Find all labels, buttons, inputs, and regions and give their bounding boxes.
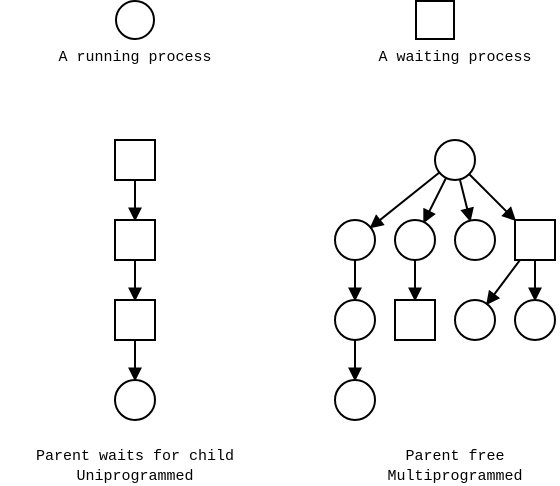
left-running-process-node [114, 379, 156, 421]
right-edge-R4-R8 [486, 259, 521, 306]
right-waiting-process-node [514, 219, 556, 261]
right-running-process-node [514, 299, 556, 341]
running-process-legend-icon [115, 0, 155, 40]
left-waiting-process-node [114, 299, 156, 341]
nodes-layer [114, 139, 556, 421]
waiting-process-legend-label: A waiting process [378, 49, 531, 66]
left-caption-line1: Parent waits for child [36, 448, 234, 465]
right-running-process-node [454, 219, 496, 261]
running-process-legend-label: A running process [58, 49, 211, 66]
right-running-process-node [334, 379, 376, 421]
edges-layer [128, 171, 542, 382]
right-running-process-node [334, 219, 376, 261]
right-running-process-node [434, 139, 476, 181]
left-waiting-process-node [114, 219, 156, 261]
right-running-process-node [454, 299, 496, 341]
waiting-process-legend-icon [415, 0, 455, 40]
right-edge-R0-R4 [468, 173, 516, 221]
right-running-process-node [394, 219, 436, 261]
right-edge-R0-R3 [458, 179, 474, 222]
left-waiting-process-node [114, 139, 156, 181]
right-running-process-node [334, 299, 376, 341]
right-caption-line1: Parent free [405, 448, 504, 465]
right-caption-line2: Multiprogrammed [387, 468, 522, 485]
right-edge-R0-R2 [423, 177, 447, 224]
left-caption-line2: Uniprogrammed [76, 468, 193, 485]
right-edge-R0-R1 [369, 171, 441, 229]
right-waiting-process-node [394, 299, 436, 341]
